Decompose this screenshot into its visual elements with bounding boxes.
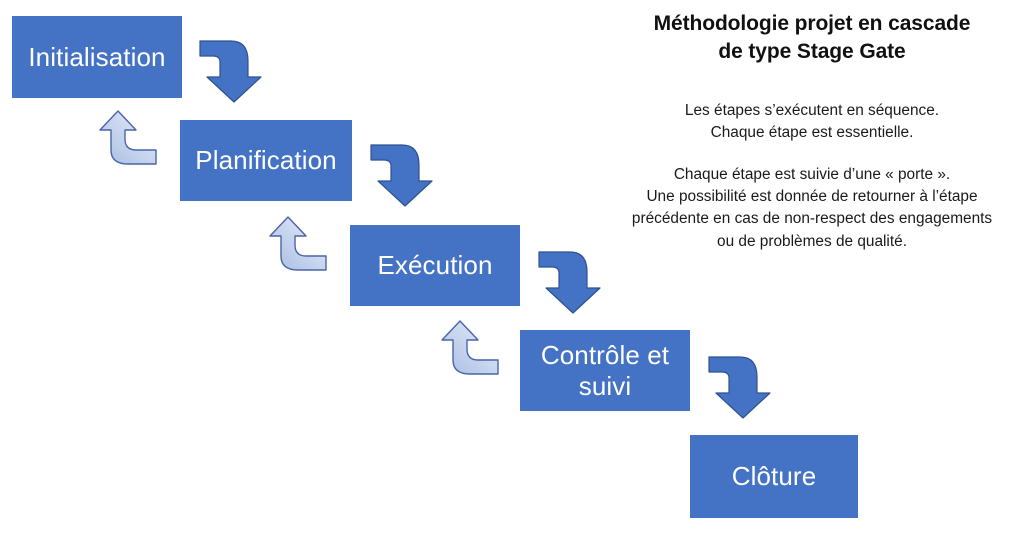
- explanatory-paragraph-2: Chaque étape est suivie d’une « porte ».…: [631, 165, 993, 250]
- stage-label-controle-et-suivi: Contrôle et suivi: [540, 339, 670, 401]
- stage-label-initialisation: Initialisation: [28, 41, 166, 72]
- stage-label-execution: Exécution: [377, 250, 493, 281]
- stage-label-planification: Planification: [195, 145, 337, 176]
- diagram-title-line-2: de type Stage Gate: [718, 39, 906, 63]
- arrow-initialisation-to-planification: [199, 36, 267, 104]
- stage-box-cloture[interactable]: Clôture: [690, 435, 858, 518]
- arrow-execution-to-controle-et-suivi: [538, 247, 606, 315]
- paragraph-spacer: [596, 145, 1024, 164]
- stage-box-planification[interactable]: Planification: [180, 120, 352, 201]
- stage-box-controle-et-suivi[interactable]: Contrôle et suivi: [520, 330, 690, 411]
- explanatory-paragraph-1: Les étapes s’exécutent en séquence. Chaq…: [684, 102, 940, 142]
- arrow-controle-et-suivi-to-cloture: [708, 352, 776, 420]
- arrow-planification-to-execution: [370, 140, 438, 208]
- gate-arrow-execution-to-planification: [262, 216, 332, 286]
- stage-box-initialisation[interactable]: Initialisation: [12, 16, 182, 98]
- stage-label-cloture: Clôture: [731, 461, 817, 492]
- diagram-title: Méthodologie projet en cascade de type S…: [600, 10, 1024, 65]
- gate-arrow-controle-et-suivi-to-execution: [434, 320, 504, 390]
- explanatory-text: Les étapes s’exécutent en séquence. Chaq…: [596, 100, 1024, 253]
- diagram-title-line-1: Méthodologie projet en cascade: [653, 12, 971, 35]
- gate-arrow-planification-to-initialisation: [92, 110, 162, 180]
- stage-box-execution[interactable]: Exécution: [350, 225, 520, 306]
